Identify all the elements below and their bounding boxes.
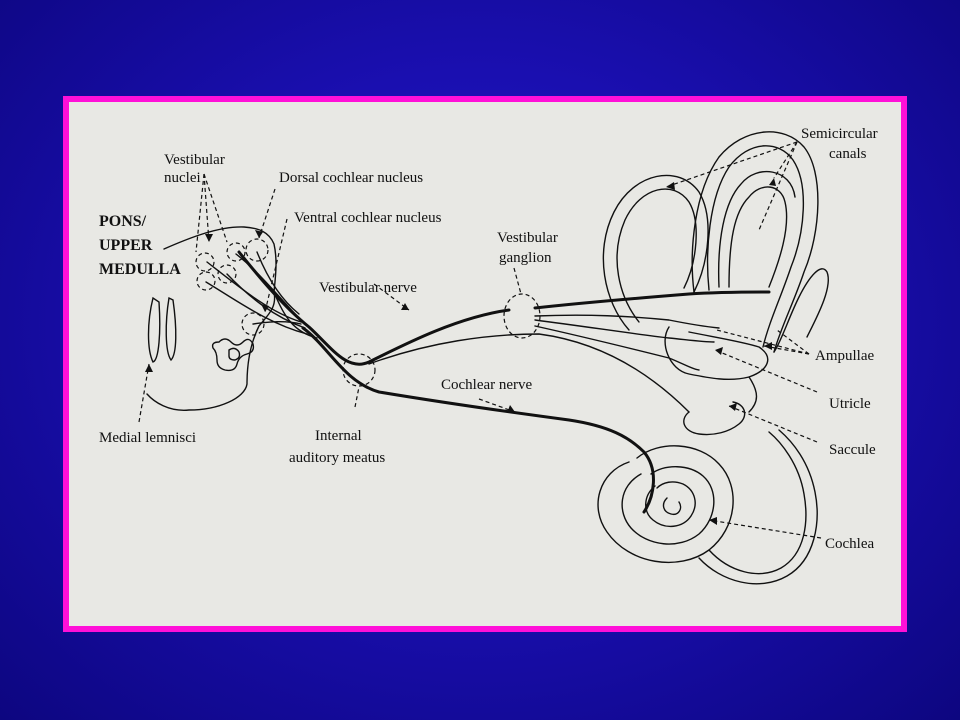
label-saccule: Saccule [829, 442, 876, 458]
cochlea-spiral [597, 429, 818, 585]
label-medial-lemnisci: Medial lemnisci [99, 430, 196, 446]
label-utricle: Utricle [829, 396, 871, 412]
label-vestibular-nuclei-2: nuclei [164, 170, 201, 186]
label-vestibular-ganglion-1: Vestibular [497, 230, 558, 246]
arrow-heads [145, 178, 776, 525]
label-cochlear-nerve: Cochlear nerve [441, 377, 533, 393]
ear-pathway-diagram: Vestibular nuclei Dorsal cochlear nucleu… [99, 126, 878, 585]
vestibule [664, 326, 769, 436]
label-vestibular-nerve: Vestibular nerve [319, 280, 417, 296]
label-semicircular-canals-1: Semicircular [801, 126, 878, 142]
label-upper: UPPER [99, 237, 153, 254]
label-internal-auditory-meatus-1: Internal [315, 428, 362, 444]
medial-lemnisci-shapes [147, 296, 177, 363]
cochlear-nuclei [241, 238, 269, 336]
labels: Vestibular nuclei Dorsal cochlear nucleu… [99, 126, 878, 552]
vestibular-nuclei [195, 242, 246, 291]
label-dorsal-cochlear-nucleus: Dorsal cochlear nucleus [279, 170, 423, 186]
label-ventral-cochlear-nucleus: Ventral cochlear nucleus [294, 210, 442, 226]
label-semicircular-canals-2: canals [829, 146, 867, 162]
label-ampullae: Ampullae [815, 348, 874, 364]
diagram-frame: Vestibular nuclei Dorsal cochlear nucleu… [63, 96, 907, 632]
semicircular-canals [602, 131, 829, 353]
pointer-lines [138, 141, 822, 539]
label-vestibular-nuclei-1: Vestibular [164, 152, 225, 168]
label-internal-auditory-meatus-2: auditory meatus [289, 450, 385, 466]
inferior-olive-shape [211, 338, 255, 372]
label-medulla: MEDULLA [99, 261, 181, 278]
label-vestibular-ganglion-2: ganglion [499, 250, 552, 266]
label-pons: PONS/ [99, 213, 147, 230]
nerve-fibers [205, 250, 771, 514]
label-cochlea: Cochlea [825, 536, 874, 552]
